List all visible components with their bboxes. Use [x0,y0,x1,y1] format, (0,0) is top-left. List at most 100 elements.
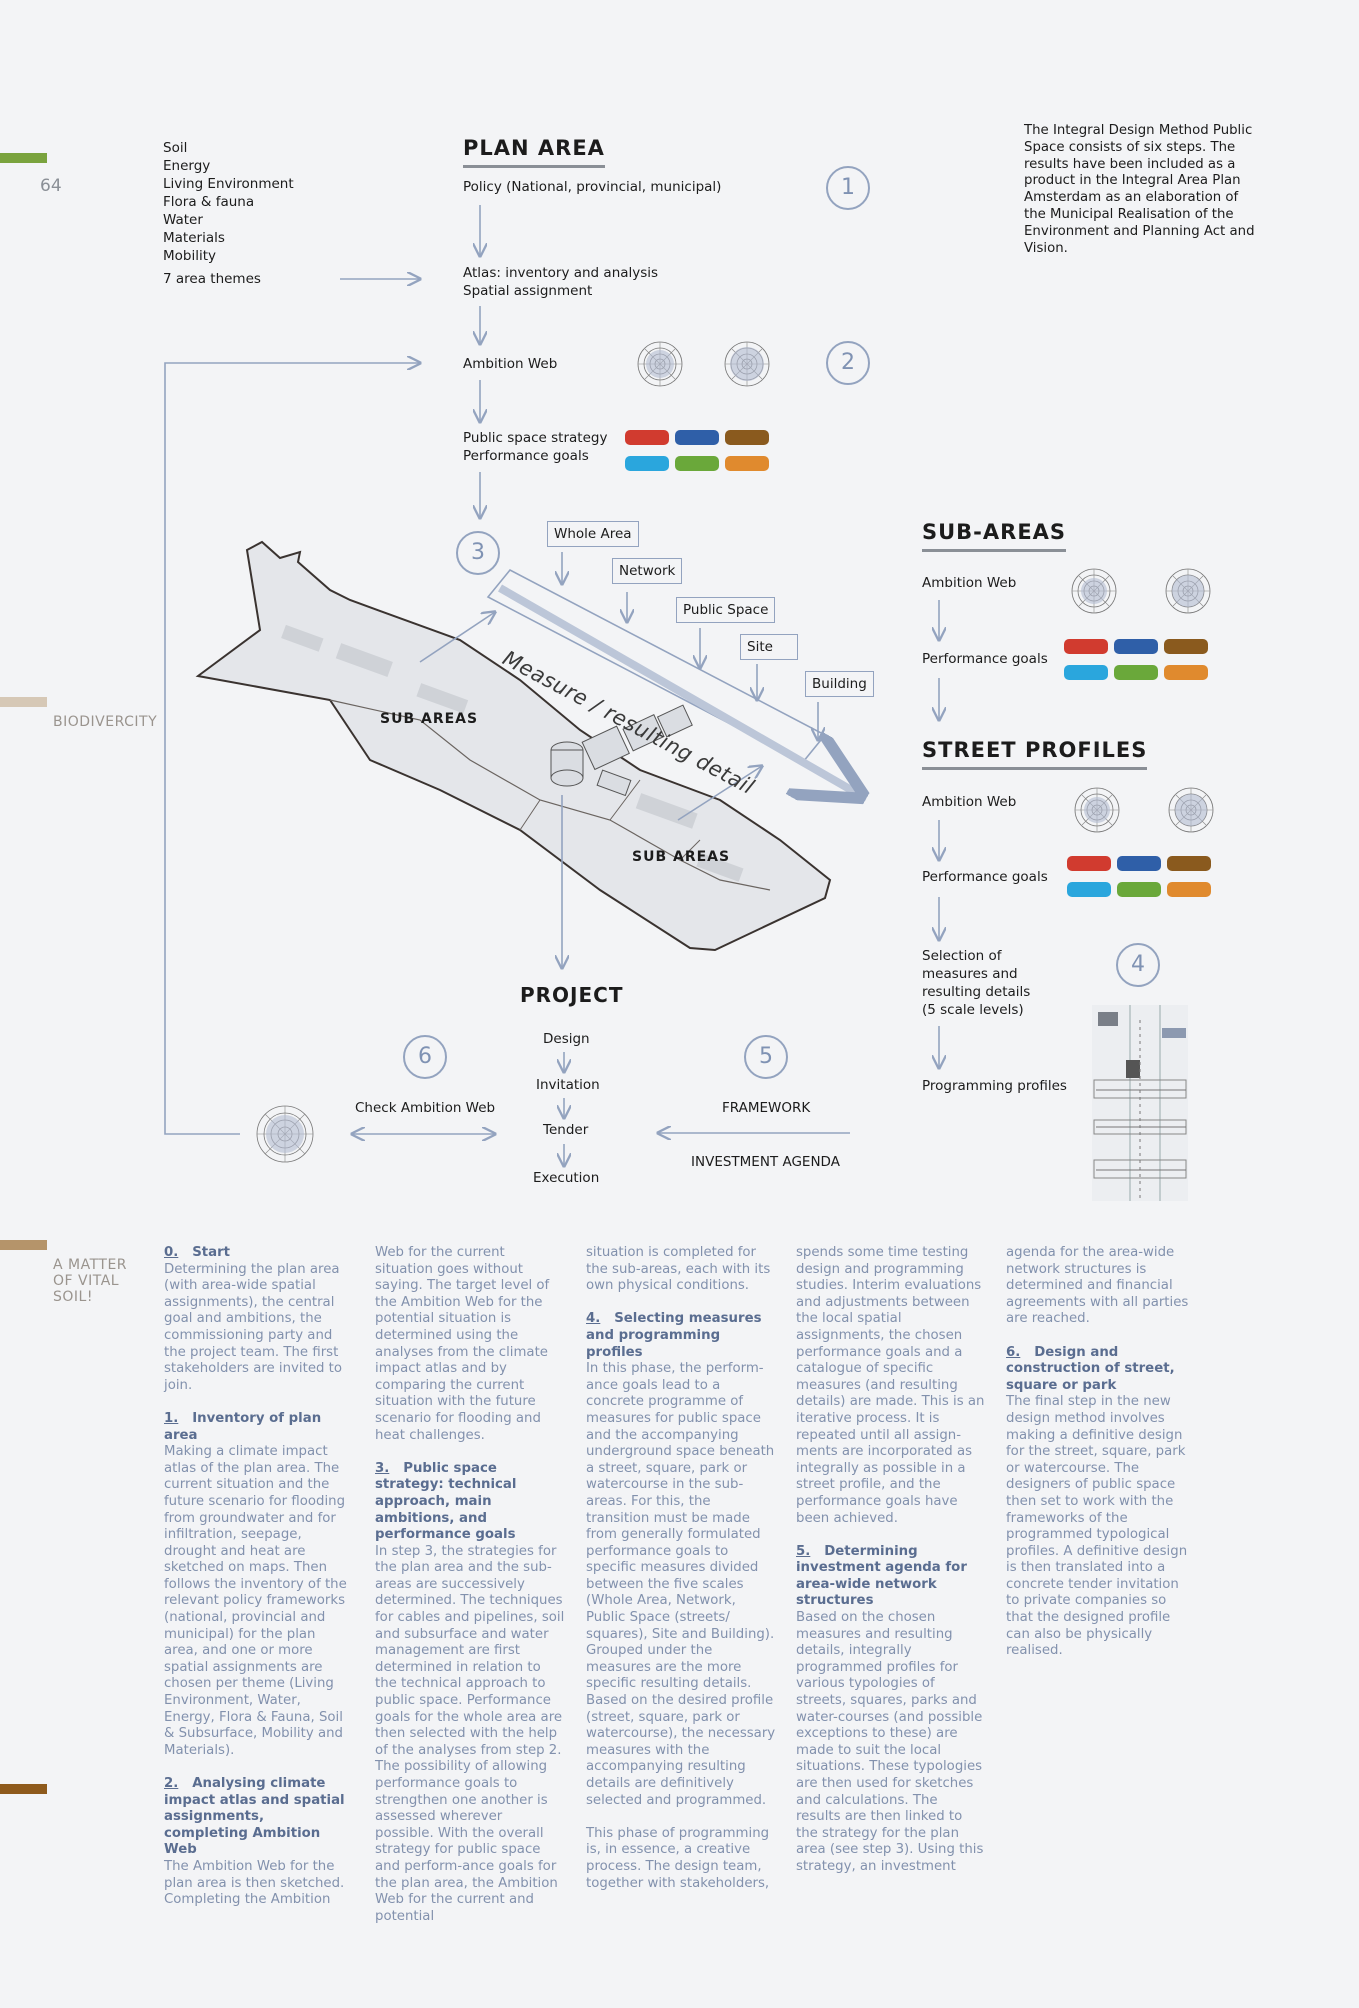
step-0-heading: 0. Start [164,1245,231,1260]
project-execution: Execution [533,1170,600,1186]
plan-area-map [195,540,832,952]
side-tag-matter: A MATTER OF VITAL SOIL! [53,1257,127,1305]
step-6-circle: 6 [403,1035,447,1079]
themes-summary: 7 area themes [163,271,261,287]
step-6-text: The final step in the new design method … [1006,1394,1188,1659]
framework-label: FRAMEWORK [722,1100,811,1116]
step-1-heading: 1. Inventory of plan area [164,1410,322,1443]
side-tag-line: SOIL! [53,1289,93,1305]
strategy-line: Public space strategy [463,430,608,446]
ambition-web-radar-icon [1168,787,1214,833]
ambition-web-radar-icon [637,341,683,387]
text-column-2: Web for the current situation goes witho… [375,1245,565,1942]
ambition-web-radar-icon [1074,787,1120,833]
step-3-text: In step 3, the strategies for the plan a… [375,1543,565,1924]
goal-pill-orange [725,456,769,471]
selection-line: Selection of [922,948,1002,964]
column-4-text: spends some time testing design and prog… [796,1245,985,1526]
programming-profiles-label: Programming profiles [922,1078,1067,1094]
page-number: 64 [40,176,62,196]
step-3-heading: 3. Public space strategy: technical appr… [375,1460,517,1543]
investment-agenda-label: INVESTMENT AGENDA [691,1154,840,1170]
ambition-web-radar-icon [724,341,770,387]
step-5-circle: 5 [744,1035,788,1079]
theme-item: Mobility [163,248,217,264]
goal-pill-green [1117,882,1161,897]
map-label-sub-areas: SUB AREAS [380,711,479,727]
map-label-sub-areas: SUB AREAS [632,849,731,865]
intro-text: The Integral Design Method Public Space … [1024,123,1255,256]
goal-pill-red [1067,856,1111,871]
column-2-text: Web for the current situation goes witho… [375,1245,550,1443]
street-goals-label: Performance goals [922,869,1048,885]
theme-item: Water [163,212,203,228]
themes-list: Soil Energy Living Environment Flora & f… [163,139,294,265]
goal-pill-brown [1164,639,1208,654]
step-3-circle: 3 [456,531,500,575]
step-2-circle: 2 [826,341,870,385]
step-1-text: Making a climate impact atlas of the pla… [164,1444,347,1758]
goal-pill-green [1114,665,1158,680]
goal-pill-cyan [1064,665,1108,680]
performance-goal-icons [625,430,775,482]
strategy-label: Public space strategy Performance goals [463,429,607,465]
selection-label: Selection of measures and resulting deta… [922,947,1030,1019]
atlas-label: Atlas: inventory and analysis Spatial as… [463,264,658,300]
selection-line: resulting details [922,984,1031,1000]
side-tag-biodiversity: BIODIVERCITY [53,714,158,730]
ambition-web-radar-icon [1071,568,1117,614]
atlas-line: Atlas: inventory and analysis [463,265,659,281]
sub-areas-title: SUB-AREAS [922,520,1067,552]
goal-pill-red [1064,639,1108,654]
text-column-1: 0. Start Determining the plan area (with… [164,1245,349,1925]
theme-item: Materials [163,230,225,246]
tan-margin-bar [0,1240,47,1250]
strategy-line: Performance goals [463,448,589,464]
column-5-text: agenda for the area-wide network structu… [1006,1245,1189,1327]
scale-whole-area: Whole Area [547,521,639,547]
check-ambition-label: Check Ambition Web [355,1100,496,1116]
performance-goal-icons [1064,639,1214,691]
plan-area-title: PLAN AREA [463,136,605,168]
street-ambition-label: Ambition Web [922,794,1017,810]
text-column-5: agenda for the area-wide network structu… [1006,1245,1196,1676]
theme-item: Energy [163,158,211,174]
step-2-text: The Ambition Web for the plan area is th… [164,1858,345,1908]
beige-margin-bar [0,697,47,707]
programming-text: This phase of programming is, in essence… [586,1825,770,1891]
performance-goal-icons [1067,856,1217,908]
theme-item: Living Environment [163,176,294,192]
step-2-heading: 2. Analysing climate impact atlas and sp… [164,1776,345,1858]
scale-building: Building [805,671,874,697]
step-4-text: In this phase, the perform-ance goals le… [586,1361,776,1808]
scale-site: Site [740,634,798,660]
goal-pill-cyan [1067,882,1111,897]
project-design: Design [543,1031,590,1047]
policy-label: Policy (National, provincial, municipal) [463,179,722,195]
step-6-heading: 6. Design and construction of street, sq… [1006,1344,1175,1393]
theme-item: Soil [163,140,188,156]
programming-profiles-image [1092,1005,1188,1201]
goal-pill-green [675,456,719,471]
brown-margin-bar [0,1784,47,1794]
project-invitation: Invitation [536,1077,600,1093]
step-1-circle: 1 [826,166,870,210]
step-5-heading: 5. Determining investment agenda for are… [796,1543,967,1609]
step-4-heading: 4. Selecting measures and programming pr… [586,1311,762,1360]
sub-areas-ambition-label: Ambition Web [922,575,1017,591]
goal-pill-orange [1167,882,1211,897]
goal-pill-blue [1117,856,1161,871]
goal-pill-red [625,430,669,445]
text-column-4: spends some time testing design and prog… [796,1245,986,1892]
scale-public-space: Public Space [676,597,776,623]
goal-pill-cyan [625,456,669,471]
atlas-line: Spatial assignment [463,283,593,299]
step-5-text: Based on the chosen measures and resulti… [796,1610,984,1874]
goal-pill-brown [1167,856,1211,871]
side-tag-line: A MATTER [53,1257,128,1273]
diagram-lines [164,205,1188,1201]
goal-pill-blue [675,430,719,445]
plan-ambition-label: Ambition Web [463,356,558,372]
step-4-circle: 4 [1116,943,1160,987]
text-column-3: situation is completed for the sub-areas… [586,1245,776,1909]
